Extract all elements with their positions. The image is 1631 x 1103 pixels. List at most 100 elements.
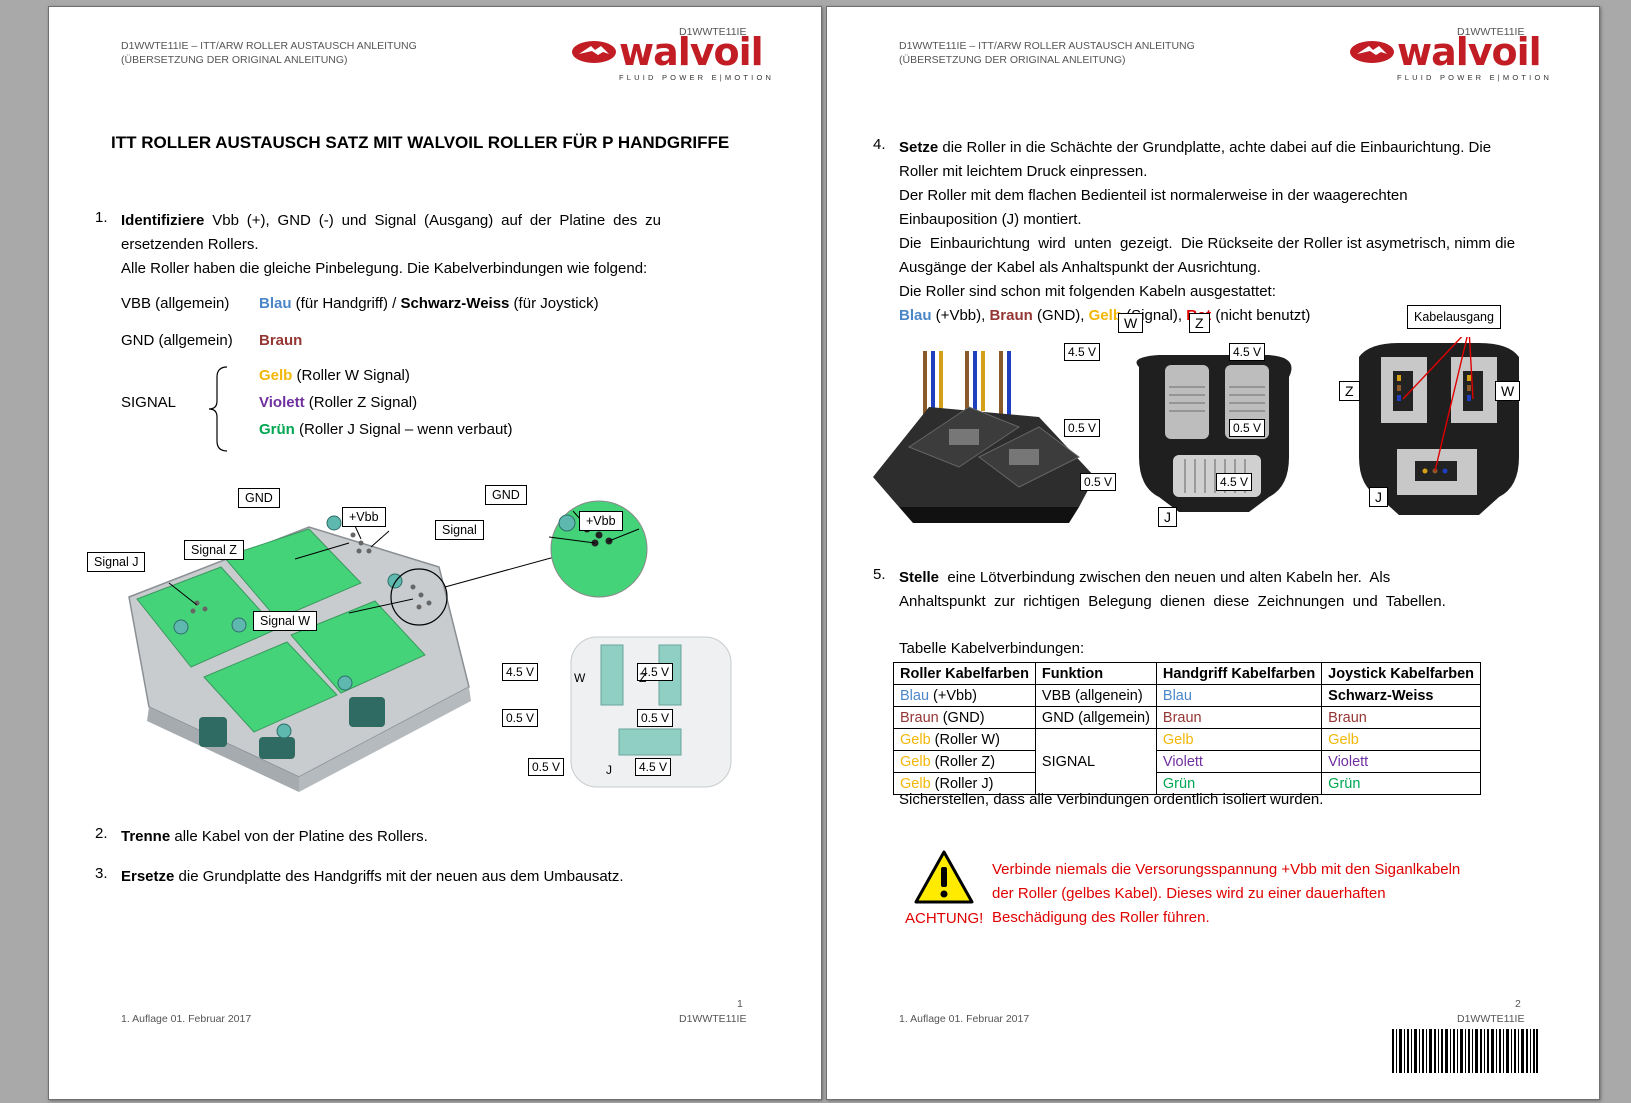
document-page-2: D1WWTE11IE D1WWTE11IE – ITT/ARW ROLLER A… bbox=[826, 6, 1600, 1100]
table-cell: Braun bbox=[1155, 706, 1323, 729]
step-5-keyword: Stelle bbox=[899, 569, 940, 586]
roller-bottom-view bbox=[1359, 337, 1519, 515]
step-4-l4: Einbauposition (J) montiert. bbox=[899, 211, 1082, 228]
table-cell: Grün bbox=[1321, 772, 1482, 795]
table-row: Gelb (Roller J) Grün Grün bbox=[893, 772, 1482, 795]
leader-lines bbox=[168, 510, 640, 614]
table-cell: Violett bbox=[1321, 750, 1482, 773]
signal-violett-row: Violett (Roller Z Signal) bbox=[259, 391, 417, 415]
voltage-label: 0.5 V bbox=[1229, 419, 1266, 437]
color-blau: Blau bbox=[899, 307, 932, 324]
label-vbb: +Vbb bbox=[342, 507, 386, 527]
footer-edition: 1. Auflage 01. Februar 2017 bbox=[899, 1013, 1030, 1025]
color-braun: Braun bbox=[989, 307, 1033, 324]
logo-word: walvoil bbox=[619, 30, 764, 74]
barcode-icon bbox=[1392, 1029, 1538, 1073]
zoom-screw bbox=[558, 514, 576, 532]
roller-1 bbox=[199, 717, 227, 747]
signal-label: SIGNAL bbox=[121, 394, 177, 411]
knob-w bbox=[600, 644, 624, 706]
label-j-bottom: J bbox=[1369, 487, 1388, 507]
label-kabelausgang: Kabelausgang bbox=[1407, 305, 1501, 329]
roller-2 bbox=[259, 737, 295, 759]
voltage-label: 4.5 V bbox=[1229, 343, 1266, 361]
label-signal-w: Signal W bbox=[253, 611, 318, 631]
table-caption: Tabelle Kabelverbindungen: bbox=[899, 640, 1085, 657]
walvoil-logo: walvoil FLUID POWER E|MOTION bbox=[1349, 33, 1569, 85]
table-cell: VBB (allgenein) bbox=[1034, 684, 1157, 707]
step-4-colors: Blau (+Vbb), Braun (GND), Gelb (Signal),… bbox=[899, 304, 1539, 328]
step-4-l6: Ausgänge der Kabel als Anhaltspunkt der … bbox=[899, 259, 1261, 276]
warning-label: ACHTUNG! bbox=[905, 910, 984, 927]
label-z-bottom: Z bbox=[1339, 381, 1360, 401]
sig-violett-text: (Roller Z Signal) bbox=[304, 394, 418, 411]
step-3-body: die Grundplatte des Handgriffs mit der n… bbox=[174, 868, 624, 885]
voltage-label: 0.5 V bbox=[637, 709, 674, 727]
voltage-label: 4.5 V bbox=[635, 758, 672, 776]
step-number: 2. bbox=[95, 825, 108, 842]
color-blau-text: (+Vbb), bbox=[931, 307, 990, 324]
table-cell: Braun (GND) bbox=[893, 706, 1036, 729]
header-line-2: (ÜBERSETZUNG DER ORIGINAL ANLEITUNG) bbox=[899, 54, 1126, 66]
label-w: W bbox=[1118, 313, 1144, 333]
header-line-1: D1WWTE11IE – ITT/ARW ROLLER AUSTAUSCH AN… bbox=[899, 40, 1195, 52]
header-line-1: D1WWTE11IE – ITT/ARW ROLLER AUSTAUSCH AN… bbox=[121, 40, 417, 52]
table-row: Gelb (Roller Z) Violett Violett bbox=[893, 750, 1482, 773]
step-4-l2: Roller mit leichtem Druck einpressen. bbox=[899, 163, 1148, 180]
step-number: 5. bbox=[873, 566, 886, 583]
label-signal-z: Signal Z bbox=[184, 540, 244, 560]
step-4-l3: Der Roller mit dem flachen Bedienteil is… bbox=[899, 187, 1408, 204]
table-cell: Gelb bbox=[1321, 728, 1482, 751]
signal-gelb-row: Gelb (Roller W Signal) bbox=[259, 364, 410, 388]
label-signal-j: Signal J bbox=[87, 552, 146, 572]
logo-tagline: FLUID POWER E|MOTION bbox=[1397, 73, 1553, 82]
table-header: Roller Kabelfarben bbox=[893, 662, 1036, 685]
zoom-line bbox=[444, 552, 570, 588]
document-page-1: D1WWTE11IE D1WWTE11IE – ITT/ARW ROLLER A… bbox=[48, 6, 822, 1100]
cell-text: (+Vbb) bbox=[929, 687, 977, 704]
header-line-2: (ÜBERSETZUNG DER ORIGINAL ANLEITUNG) bbox=[121, 54, 348, 66]
cell-color: Gelb bbox=[900, 753, 931, 770]
label-z: Z bbox=[1189, 313, 1210, 333]
roller-3d bbox=[873, 351, 1095, 523]
step-2-keyword: Trenne bbox=[121, 828, 171, 845]
voltage-label: 4.5 V bbox=[1064, 343, 1101, 361]
vbb-blau: Blau bbox=[259, 295, 292, 312]
step-4-l7: Die Roller sind schon mit folgenden Kabe… bbox=[899, 283, 1276, 300]
table-cell: Blau bbox=[1155, 684, 1323, 707]
sig-violett: Violett bbox=[259, 394, 305, 411]
footer-doc-code: D1WWTE11IE bbox=[1457, 1013, 1525, 1025]
base-plate-side bbox=[147, 707, 299, 792]
table-row: Braun (GND) GND (allgemein) Braun Braun bbox=[893, 706, 1482, 729]
step-2-body: alle Kabel von der Platine des Rollers. bbox=[170, 828, 428, 845]
table-cell: Gelb (Roller Z) bbox=[893, 750, 1036, 773]
cell-color: Braun bbox=[900, 709, 939, 726]
walvoil-logo: walvoil FLUID POWER E|MOTION bbox=[571, 33, 791, 85]
screw-1 bbox=[326, 515, 342, 531]
pcb-w bbox=[290, 600, 426, 694]
doc-code-top: D1WWTE11IE bbox=[679, 26, 747, 38]
base-plate-side-2 bbox=[299, 687, 471, 792]
vbb-schwarz: Schwarz-Weiss bbox=[400, 295, 510, 312]
label-vbb-zoom: +Vbb bbox=[579, 511, 623, 531]
step-1-line-1: Identifiziere Vbb (+), GND (-) und Signa… bbox=[121, 209, 661, 233]
cell-color: Gelb bbox=[900, 731, 931, 748]
roller-images bbox=[873, 337, 1519, 523]
step-1-text: Identifiziere Vbb (+), GND (-) und Signa… bbox=[121, 209, 661, 281]
voltage-label: 0.5 V bbox=[528, 758, 565, 776]
voltage-label: 0.5 V bbox=[1080, 473, 1117, 491]
label-signal-zoom: Signal bbox=[435, 520, 484, 540]
voltage-label: 4.5 V bbox=[502, 663, 539, 681]
voltage-label: 4.5 V bbox=[637, 663, 674, 681]
step-3-text: Ersetze die Grundplatte des Handgriffs m… bbox=[121, 865, 624, 889]
cell-text: (Roller J) bbox=[930, 775, 994, 792]
gnd-label: GND (allgemein) bbox=[121, 332, 233, 349]
cell-color: Gelb bbox=[900, 775, 931, 792]
label-w-bottom: W bbox=[1495, 381, 1521, 401]
step-1-keyword: Identifiziere bbox=[121, 212, 205, 229]
magnifier-circle bbox=[390, 568, 448, 626]
cell-text: (Roller Z) bbox=[930, 753, 996, 770]
table-cell: Gelb (Roller J) bbox=[893, 772, 1036, 795]
table-header: Funktion bbox=[1034, 662, 1157, 685]
table-header: Joystick Kabelfarben bbox=[1321, 662, 1482, 685]
